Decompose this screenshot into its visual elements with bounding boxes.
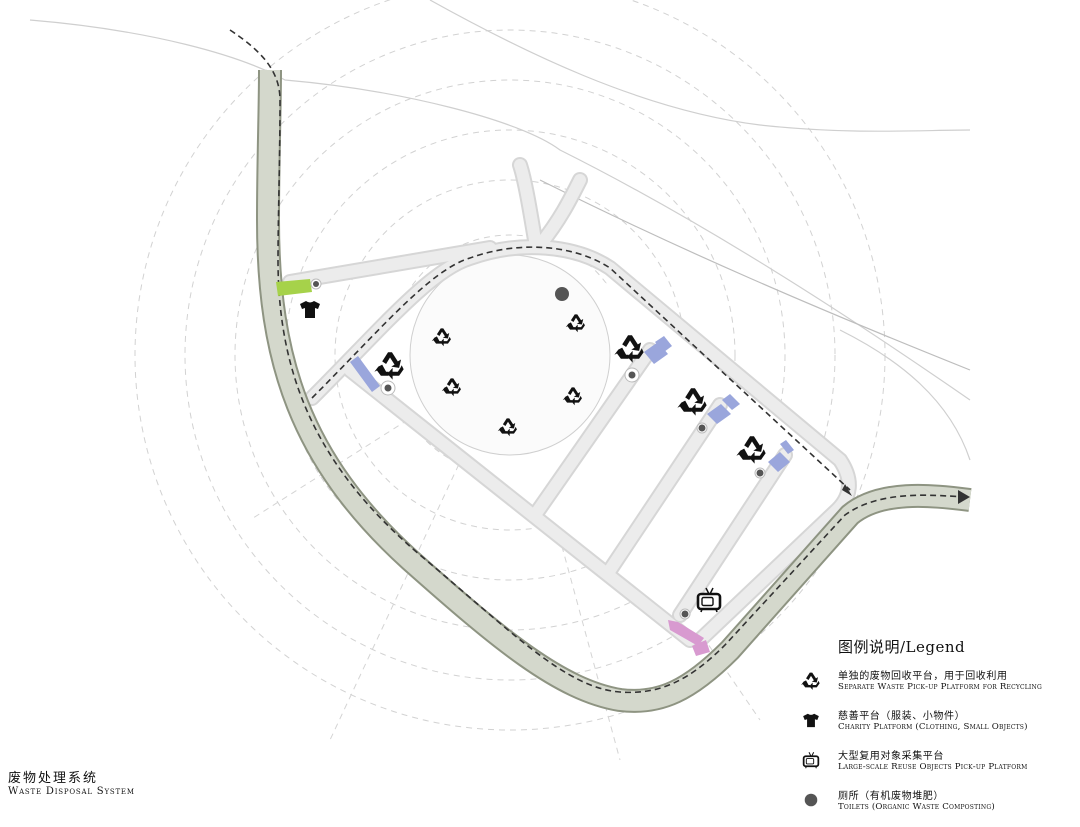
reuse-platform	[668, 620, 704, 646]
vehicle-route	[229, 29, 966, 694]
legend-item-en: Charity Platform (Clothing, Small Object…	[838, 722, 1028, 732]
legend-item-zh: 单独的废物回收平台，用于回收利用	[838, 671, 1008, 682]
legend-item-toilets: 厕所（有机废物堆肥） Toilets (Organic Waste Compos…	[800, 787, 1078, 827]
route-arrow-plaza	[842, 484, 852, 496]
legend-item-recycling: 单独的废物回收平台，用于回收利用 Separate Waste Pick-up …	[800, 667, 1078, 707]
toilet-dot-icon	[804, 793, 818, 807]
main-road	[256, 69, 972, 713]
legend-item-en: Toilets (Organic Waste Composting)	[838, 802, 995, 812]
legend-title: 图例说明/Legend	[838, 638, 966, 656]
legend-item-en: Separate Waste Pick-up Platform for Recy…	[838, 682, 1042, 692]
legend-item-charity: 慈善平台（服装、小物件） Charity Platform (Clothing,…	[800, 707, 1078, 747]
site-plan-map	[29, 0, 972, 761]
toilet-dot-icon	[555, 287, 569, 301]
legend-item-zh: 厕所（有机废物堆肥）	[838, 791, 944, 802]
legend-item-en: Large-scale Reuse Objects Pick-up Platfo…	[838, 762, 1028, 772]
legend-item-zh: 大型复用对象采集平台	[838, 751, 944, 762]
central-circle	[409, 254, 611, 456]
recycle-icon	[801, 672, 820, 690]
tshirt-icon	[300, 301, 320, 318]
page-title-zh: 废物处理系统	[8, 771, 99, 786]
page-title-en: Waste Disposal System	[8, 786, 135, 797]
tshirt-icon	[803, 713, 819, 728]
recycling-platforms	[350, 336, 794, 472]
site-boundary	[29, 0, 971, 461]
legend-item-zh: 慈善平台（服装、小物件）	[838, 711, 966, 722]
pickup-markers	[310, 278, 766, 620]
charity-platform	[276, 279, 312, 296]
tv-icon	[802, 751, 820, 770]
legend: 图例说明/Legend 单独的废物回收平台，用于回收利用 Separate Wa…	[800, 636, 1078, 827]
legend-item-reuse: 大型复用对象采集平台 Large-scale Reuse Objects Pic…	[800, 747, 1078, 787]
route-arrow-east	[958, 490, 970, 504]
